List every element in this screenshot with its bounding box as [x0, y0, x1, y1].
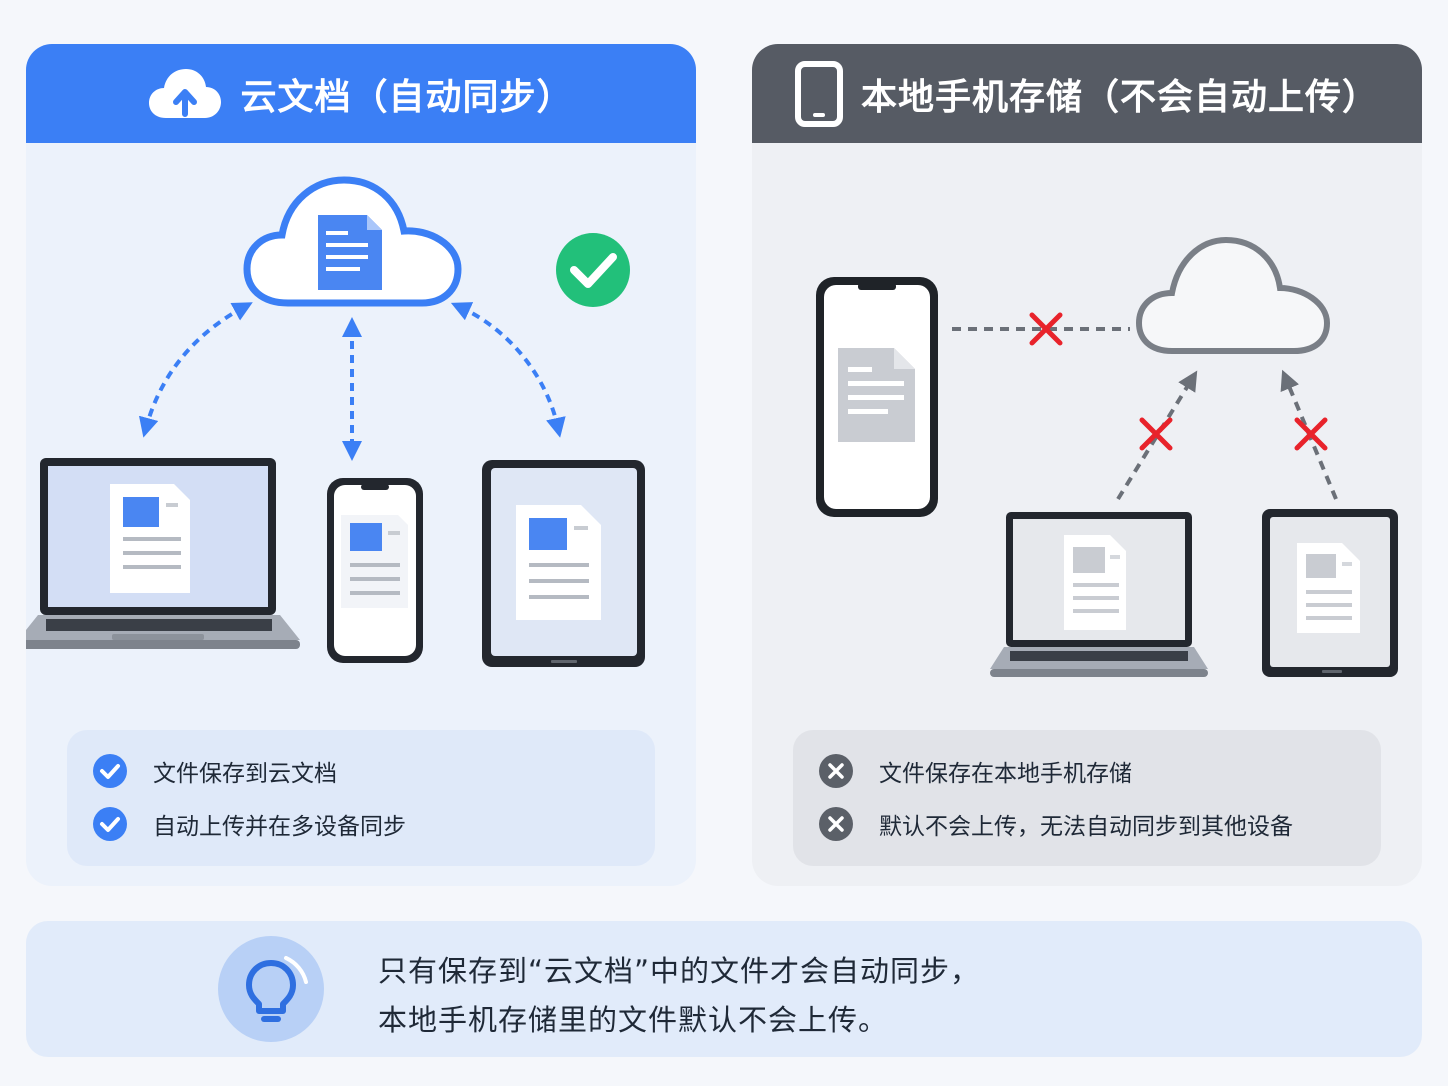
cloud-info-row-2: 自动上传并在多设备同步: [93, 807, 406, 841]
cross-icon: [1139, 417, 1173, 451]
cloud-info-text-1: 文件保存到云文档: [153, 761, 337, 787]
cloud-sync-illustration: [26, 176, 645, 667]
tip-line-1: 只有保存到“云文档”中的文件才会自动同步，: [378, 954, 981, 988]
local-info-text-1: 文件保存在本地手机存储: [879, 761, 1132, 787]
local-storage-panel: 本地手机存储（不会自动上传）: [752, 44, 1422, 886]
cloud-document-icon: [318, 215, 382, 290]
local-info-text-2: 默认不会上传，无法自动同步到其他设备: [879, 814, 1293, 840]
tablet-document-gray-icon: [1297, 543, 1360, 633]
local-info-box: 文件保存在本地手机存储 默认不会上传，无法自动同步到其他设备: [793, 730, 1381, 866]
tip-banner: 只有保存到“云文档”中的文件才会自动同步， 本地手机存储里的文件默认不会上传。: [26, 921, 1422, 1057]
blocked-link-laptop-cloud: [1116, 370, 1198, 501]
sync-arrow-tablet: [450, 302, 566, 438]
synced-check-icon: [556, 233, 630, 307]
local-document-icon: [838, 348, 915, 442]
local-storage-header: 本地手机存储（不会自动上传）: [752, 44, 1422, 143]
check-circle-icon: [93, 807, 127, 841]
blocked-link-tablet-cloud: [1280, 369, 1338, 500]
cross-icon: [1029, 312, 1063, 346]
local-storage-title: 本地手机存储（不会自动上传）: [860, 76, 1379, 118]
cloud-info-text-2: 自动上传并在多设备同步: [153, 814, 406, 840]
cloud-docs-title: 云文档（自动同步）: [240, 76, 574, 118]
laptop-document-gray-icon: [1064, 535, 1126, 630]
phone-document-icon: [341, 515, 408, 608]
check-circle-icon: [93, 754, 127, 788]
cross-icon: [1294, 417, 1328, 451]
sync-arrow-laptop: [138, 302, 253, 438]
smartphone-icon: [794, 60, 843, 127]
cloud-docs-panel: 云文档（自动同步）: [26, 44, 696, 886]
x-circle-icon: [819, 754, 853, 788]
x-circle-icon: [819, 807, 853, 841]
tablet-document-icon: [516, 505, 601, 620]
lightbulb-icon: [218, 936, 324, 1042]
laptop-document-icon: [110, 484, 190, 593]
tip-line-2: 本地手机存储里的文件默认不会上传。: [378, 1003, 889, 1037]
local-info-row-1: 文件保存在本地手机存储: [819, 754, 1132, 788]
cloud-info-row-1: 文件保存到云文档: [93, 754, 337, 788]
cloud-info-box: 文件保存到云文档 自动上传并在多设备同步: [67, 730, 655, 866]
local-info-row-2: 默认不会上传，无法自动同步到其他设备: [819, 807, 1293, 841]
cloud-upload-icon: [148, 66, 222, 122]
cloud-docs-header: 云文档（自动同步）: [26, 44, 696, 143]
cloud-outline-icon: [1135, 236, 1331, 354]
local-storage-illustration: [816, 236, 1398, 677]
